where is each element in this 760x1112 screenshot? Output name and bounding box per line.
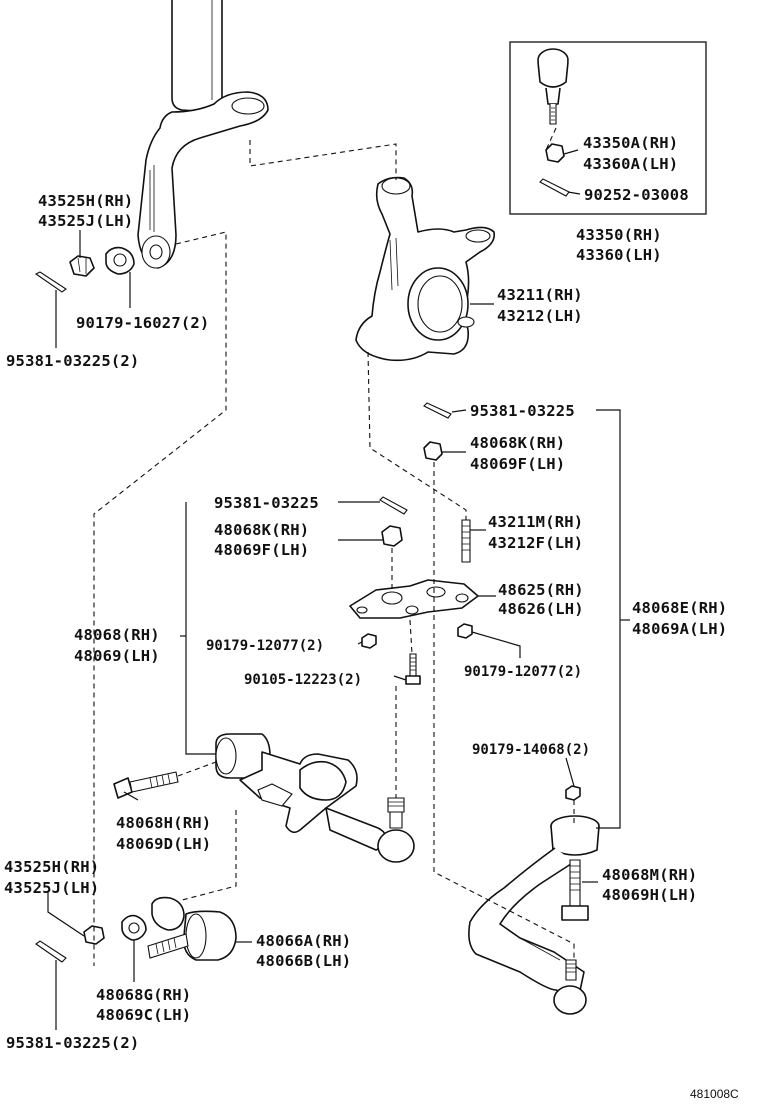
cotter-pin-top-left xyxy=(34,271,67,293)
label-43211: 43211(RH) xyxy=(497,286,583,304)
label-43212: 43212(LH) xyxy=(497,307,583,325)
label-43525h-bottom: 43525H(RH) xyxy=(4,858,99,876)
label-90179-12077-left: 90179-12077(2) xyxy=(206,638,324,654)
label-48069: 48069(LH) xyxy=(74,647,160,665)
label-95381-2-top: 95381-03225(2) xyxy=(6,352,139,370)
label-90252: 90252-03008 xyxy=(584,186,689,204)
bolt-90105-12223 xyxy=(405,653,421,685)
label-43525h-top: 43525H(RH) xyxy=(38,192,133,210)
label-48068k-right: 48068K(RH) xyxy=(470,434,565,452)
label-43212f: 43212F(LH) xyxy=(488,534,583,552)
nut-90179-12077-right xyxy=(457,623,473,639)
cotter-pin-95381-mid xyxy=(379,496,408,515)
label-43211m: 43211M(RH) xyxy=(488,513,583,531)
label-95381-right: 95381-03225 xyxy=(470,402,575,420)
nut-48068k-right xyxy=(423,441,443,461)
cotter-pin-95381-right xyxy=(423,402,452,419)
label-90179-16027: 90179-16027(2) xyxy=(76,314,209,332)
label-48066b: 48066B(LH) xyxy=(256,952,351,970)
stud-43211m xyxy=(461,519,471,563)
label-43350: 43350(RH) xyxy=(576,226,662,244)
label-48068g: 48068G(RH) xyxy=(96,986,191,1004)
label-48066a: 48066A(RH) xyxy=(256,932,351,950)
label-43360: 43360(LH) xyxy=(576,246,662,264)
steering-knuckle xyxy=(355,176,496,362)
bolt-48068h xyxy=(113,771,179,799)
label-48068h: 48068H(RH) xyxy=(116,814,211,832)
bracket-48625 xyxy=(349,579,479,619)
label-90179-14068: 90179-14068(2) xyxy=(472,742,590,758)
label-48069f-right: 48069F(LH) xyxy=(470,455,565,473)
strut-assembly xyxy=(137,0,269,269)
label-48625: 48625(RH) xyxy=(498,581,584,599)
label-95381-2-bottom: 95381-03225(2) xyxy=(6,1034,139,1052)
cotter-pin-90252 xyxy=(539,178,570,197)
label-95381-mid: 95381-03225 xyxy=(214,494,319,512)
nut-90179-14068 xyxy=(565,785,581,801)
washer-48068g xyxy=(121,914,147,941)
label-48069c: 48069C(LH) xyxy=(96,1006,191,1024)
nut-48068k-mid xyxy=(381,525,403,547)
label-48068: 48068(RH) xyxy=(74,626,160,644)
nut-43525-bottom xyxy=(83,925,105,945)
label-43350a: 43350A(RH) xyxy=(583,134,678,152)
label-48069f-mid: 48069F(LH) xyxy=(214,541,309,559)
nut-43525-top xyxy=(69,255,95,277)
diagram-code: 481008C xyxy=(690,1087,739,1101)
label-43525j-bottom: 43525J(LH) xyxy=(4,879,99,897)
label-90179-12077-right: 90179-12077(2) xyxy=(464,664,582,680)
upper-control-arm xyxy=(215,733,415,863)
label-48068e: 48068E(RH) xyxy=(632,599,727,617)
cotter-pin-bottom-left xyxy=(35,940,67,963)
lower-control-arm xyxy=(468,815,600,1015)
nut-90179-12077-left xyxy=(361,633,377,649)
label-48068k-mid: 48068K(RH) xyxy=(214,521,309,539)
bolt-48068m xyxy=(561,859,589,921)
label-48069d: 48069D(LH) xyxy=(116,835,211,853)
label-48626: 48626(LH) xyxy=(498,600,584,618)
label-48068m: 48068M(RH) xyxy=(602,866,697,884)
dashed-connection-lines xyxy=(93,127,575,966)
label-90105-12223: 90105-12223(2) xyxy=(244,672,362,688)
bushing-48066a xyxy=(147,896,237,961)
label-43525j-top: 43525J(LH) xyxy=(38,212,133,230)
label-48069h: 48069H(LH) xyxy=(602,886,697,904)
ball-joint-43350 xyxy=(537,48,569,125)
leader-lines xyxy=(47,41,707,1030)
kit-box-43350 xyxy=(509,41,707,215)
label-43360a: 43360A(LH) xyxy=(583,155,678,173)
nut-43350a xyxy=(545,143,565,163)
washer-90179-16027 xyxy=(105,246,135,275)
label-48069a: 48069A(LH) xyxy=(632,620,727,638)
part-labels: 43525H(RH) 43525J(LH) 90179-16027(2) 953… xyxy=(4,134,739,1101)
